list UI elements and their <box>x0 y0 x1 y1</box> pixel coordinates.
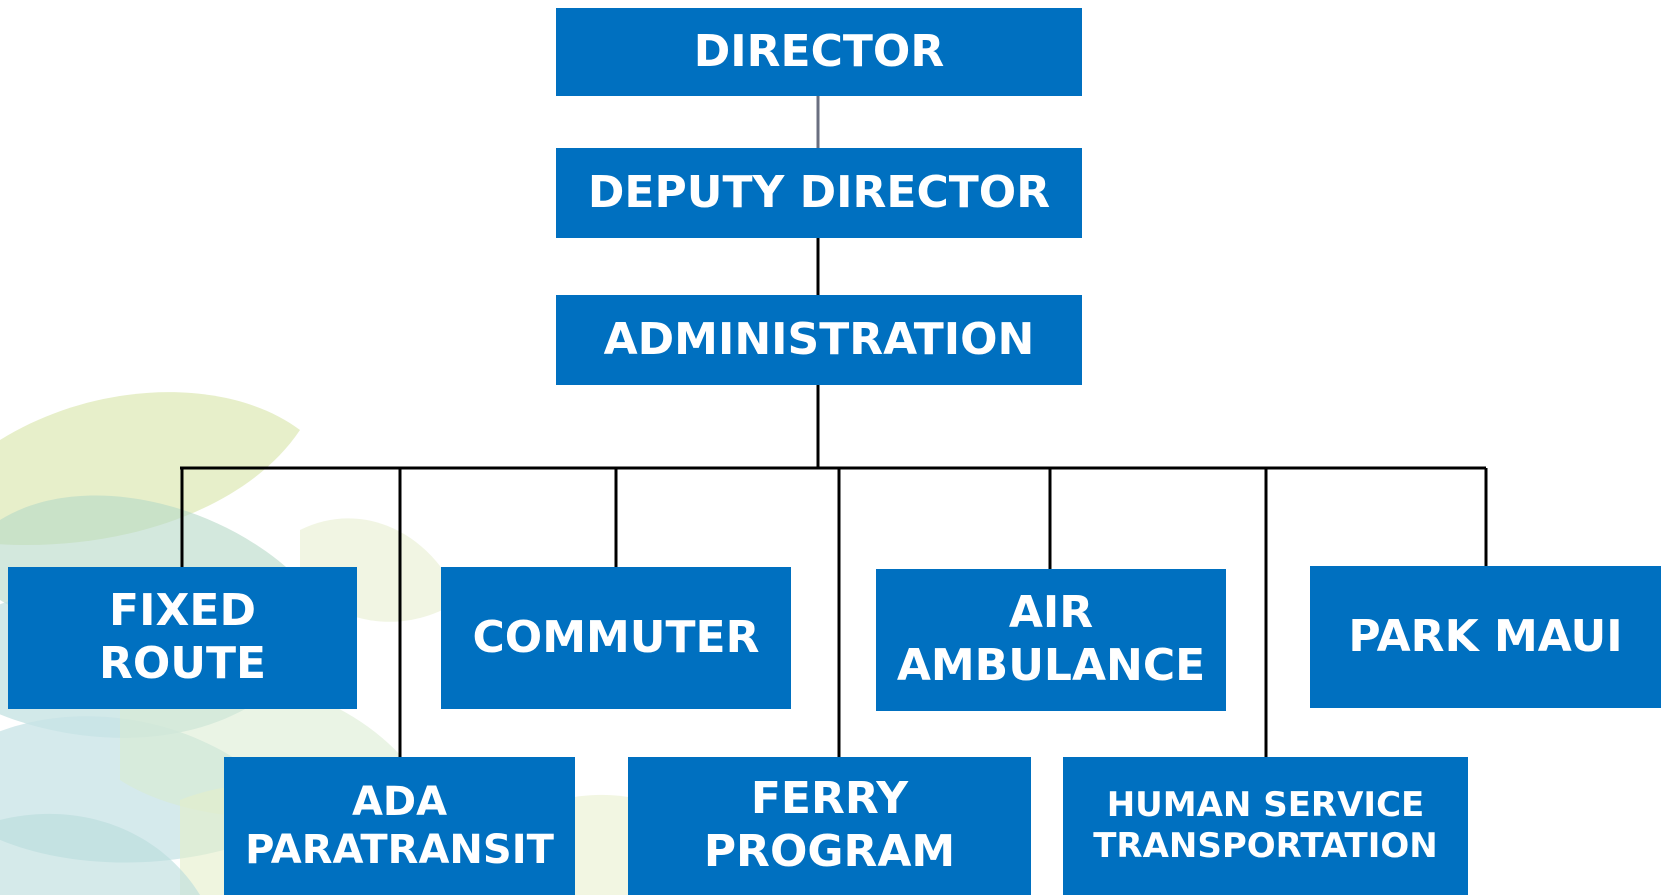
ferry-program-box: FERRY PROGRAM <box>628 757 1031 895</box>
administration-box: ADMINISTRATION <box>556 295 1082 385</box>
fixed-route-box: FIXED ROUTE <box>8 567 357 709</box>
human-service-transportation-box: HUMAN SERVICE TRANSPORTATION <box>1063 757 1468 895</box>
director-box: DIRECTOR <box>556 8 1082 96</box>
air-ambulance-box: AIR AMBULANCE <box>876 569 1226 711</box>
commuter-box: COMMUTER <box>441 567 791 709</box>
park-maui-box: PARK MAUI <box>1310 566 1661 708</box>
leaf-shape <box>0 813 200 895</box>
deputy-director-box: DEPUTY DIRECTOR <box>556 148 1082 238</box>
ada-paratransit-box: ADA PARATRANSIT <box>224 757 575 895</box>
